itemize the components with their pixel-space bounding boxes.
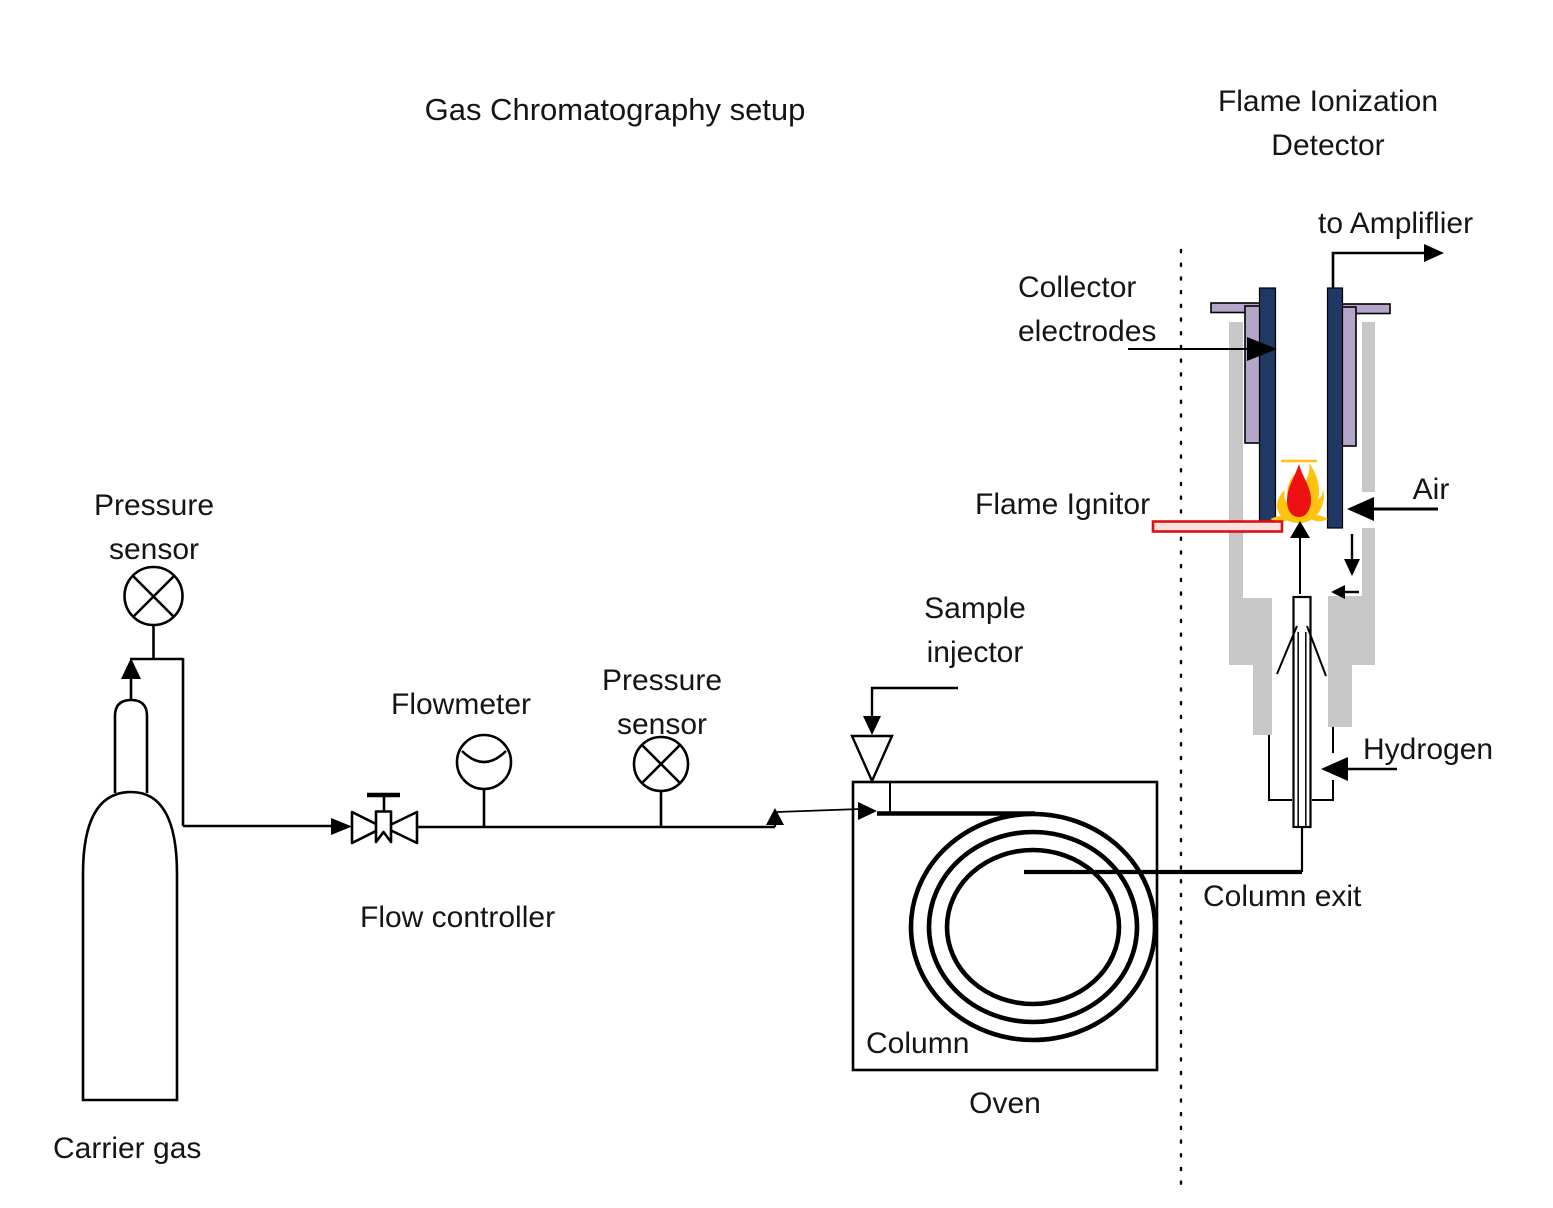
injector-down-arrowhead bbox=[863, 716, 881, 735]
flow-controller-label: Flow controller bbox=[360, 901, 556, 934]
to-amplifier-label: to Ampliflier bbox=[1318, 207, 1474, 240]
air-arrowhead bbox=[1347, 497, 1374, 521]
oven-label: Oven bbox=[969, 1087, 1041, 1120]
carrier-gas-label: Carrier gas bbox=[53, 1132, 202, 1165]
column-label: Column bbox=[866, 1027, 970, 1060]
fid-title: Flame Ionization Detector bbox=[1217, 85, 1439, 162]
air-down-arrowhead bbox=[1344, 559, 1360, 576]
amplifier-wire bbox=[1331, 251, 1430, 288]
hydrogen-label: Hydrogen bbox=[1363, 733, 1494, 766]
sample-injector-icon bbox=[850, 686, 958, 784]
sample-injector-label: Sample injector bbox=[924, 592, 1026, 669]
pressure-sensor-1-label: Pressure sensor bbox=[93, 489, 215, 566]
amplifier-arrowhead bbox=[1424, 244, 1444, 262]
pipe-arrowhead-into-valve bbox=[331, 818, 352, 835]
jet-base-outline bbox=[1268, 727, 1334, 801]
column-coil bbox=[877, 811, 1302, 1043]
flowmeter-label: Flowmeter bbox=[391, 688, 532, 721]
collector-electrode-left bbox=[1258, 287, 1277, 528]
carrier-gas-outlet-pipe bbox=[129, 657, 185, 826]
page-title: Gas Chromatography setup bbox=[424, 92, 806, 127]
air-left-arrowhead bbox=[1331, 585, 1345, 599]
pressure-sensor-2-label: Pressure sensor bbox=[601, 664, 723, 741]
flowmeter-icon bbox=[455, 733, 513, 827]
jet-up-arrowhead bbox=[1290, 521, 1310, 538]
column-exit-label: Column exit bbox=[1203, 880, 1362, 913]
pressure-sensor-2-icon bbox=[632, 735, 690, 827]
hydrogen-arrowhead bbox=[1321, 757, 1348, 781]
flame-ignitor-bar bbox=[1151, 520, 1284, 533]
carrier-gas-cylinder bbox=[81, 698, 179, 1102]
pipe-step-into-oven bbox=[773, 808, 861, 827]
oven-inlet-arrowhead bbox=[858, 802, 877, 820]
pressure-sensor-1-icon bbox=[123, 565, 184, 659]
flame-ignitor-label: Flame Ignitor bbox=[975, 488, 1151, 521]
collector-electrode-right bbox=[1326, 287, 1344, 529]
collector-pointer-arrowhead bbox=[1247, 337, 1277, 361]
flame-icon bbox=[1270, 459, 1328, 523]
air-label: Air bbox=[1412, 473, 1450, 506]
collector-electrodes-label: Collector electrodes bbox=[1018, 271, 1157, 348]
flow-controller-valve-icon bbox=[350, 792, 419, 845]
burner-jet-tube bbox=[1276, 536, 1327, 829]
gas-up-arrowhead bbox=[121, 658, 141, 679]
step-up-arrowhead bbox=[766, 808, 784, 825]
